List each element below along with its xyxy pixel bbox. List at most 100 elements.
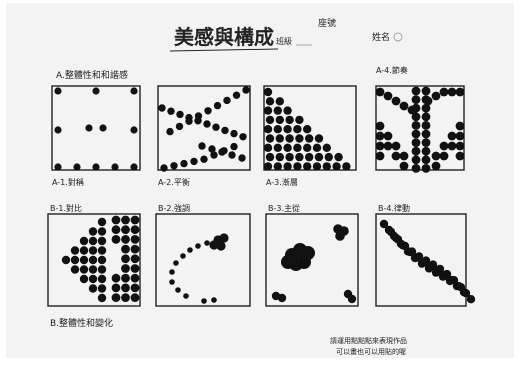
dot bbox=[121, 293, 130, 302]
dot bbox=[216, 241, 226, 251]
dot bbox=[273, 162, 282, 171]
dot bbox=[88, 265, 98, 274]
dot bbox=[375, 141, 385, 151]
dot bbox=[455, 121, 465, 131]
panel-a2-frame bbox=[157, 85, 251, 171]
dot bbox=[73, 163, 81, 171]
panel-b1-frame bbox=[47, 213, 141, 307]
dot bbox=[285, 115, 294, 125]
dot bbox=[121, 264, 130, 273]
dot bbox=[97, 227, 107, 236]
dot bbox=[421, 112, 431, 122]
dot bbox=[421, 146, 431, 156]
dot bbox=[223, 96, 231, 105]
dot bbox=[185, 113, 193, 122]
dot bbox=[228, 151, 236, 159]
dot bbox=[92, 87, 100, 95]
dot bbox=[428, 260, 438, 269]
dot bbox=[218, 148, 226, 156]
dot bbox=[130, 126, 138, 134]
dot bbox=[79, 246, 89, 255]
dot bbox=[421, 103, 431, 113]
dot bbox=[303, 143, 312, 152]
dot bbox=[97, 255, 107, 265]
dot bbox=[455, 141, 465, 151]
panel-a1-caption: A-1.對稱 bbox=[52, 177, 84, 187]
dot bbox=[411, 86, 421, 96]
dot bbox=[111, 215, 121, 225]
worksheet-paper bbox=[6, 3, 514, 358]
dot bbox=[160, 164, 168, 172]
dot bbox=[211, 297, 217, 303]
dot bbox=[393, 235, 403, 244]
dot bbox=[263, 162, 273, 171]
dot bbox=[439, 141, 449, 151]
dot bbox=[208, 145, 216, 153]
panel-b3-dots bbox=[271, 224, 357, 304]
dot bbox=[70, 265, 80, 274]
name-field-mark bbox=[393, 32, 403, 42]
dot bbox=[97, 284, 107, 293]
dot bbox=[221, 126, 229, 135]
dot bbox=[239, 133, 247, 141]
dot bbox=[121, 225, 130, 235]
dot bbox=[399, 161, 409, 171]
dot bbox=[442, 269, 452, 279]
dot bbox=[411, 164, 421, 173]
panel-b4-caption: B-4.律動 bbox=[378, 203, 410, 213]
dot bbox=[283, 143, 292, 152]
panel-a2-caption: A-2.平衡 bbox=[158, 177, 190, 187]
dot bbox=[293, 125, 302, 134]
dot bbox=[383, 91, 393, 101]
dot bbox=[431, 91, 441, 101]
panel-b2-caption: B-2.強調 bbox=[158, 203, 190, 213]
dot bbox=[324, 152, 333, 162]
dot bbox=[111, 235, 121, 244]
dot bbox=[447, 87, 457, 97]
dot bbox=[70, 246, 80, 255]
dot bbox=[130, 273, 140, 283]
worksheet-title: 美感與構成 bbox=[174, 25, 274, 49]
dot bbox=[111, 225, 121, 235]
dot bbox=[303, 125, 312, 134]
dot bbox=[121, 283, 130, 293]
dot bbox=[265, 115, 275, 125]
dot bbox=[283, 106, 292, 115]
dot bbox=[54, 87, 62, 95]
panel-a4-dots bbox=[375, 86, 465, 173]
dot bbox=[79, 236, 89, 246]
dot bbox=[195, 243, 201, 249]
dot bbox=[194, 117, 202, 125]
dot bbox=[167, 107, 175, 115]
dot bbox=[407, 247, 417, 256]
dot bbox=[97, 274, 107, 284]
dot bbox=[275, 134, 284, 143]
dot bbox=[334, 152, 343, 162]
dot bbox=[111, 293, 121, 302]
dot bbox=[198, 142, 206, 150]
dot bbox=[121, 273, 130, 283]
panel-b2-frame bbox=[155, 213, 251, 307]
dot bbox=[111, 283, 121, 293]
dot bbox=[283, 162, 292, 171]
dot bbox=[399, 101, 409, 111]
panel-a1-frame bbox=[51, 85, 141, 171]
dot bbox=[411, 146, 421, 156]
dot bbox=[130, 163, 138, 171]
dot bbox=[121, 215, 130, 225]
dot bbox=[383, 131, 393, 141]
dot bbox=[54, 126, 62, 134]
panel-b2-dots bbox=[169, 233, 229, 304]
panel-b1-caption: B-1.對比 bbox=[50, 203, 82, 213]
dot bbox=[411, 138, 421, 148]
dot bbox=[173, 260, 179, 266]
dot bbox=[169, 279, 175, 285]
dot bbox=[375, 121, 385, 131]
dot bbox=[121, 254, 130, 264]
dot bbox=[230, 129, 238, 138]
dot bbox=[281, 255, 295, 269]
dot bbox=[130, 87, 138, 95]
dot bbox=[130, 225, 140, 235]
dot bbox=[99, 124, 107, 132]
dot bbox=[175, 122, 184, 131]
